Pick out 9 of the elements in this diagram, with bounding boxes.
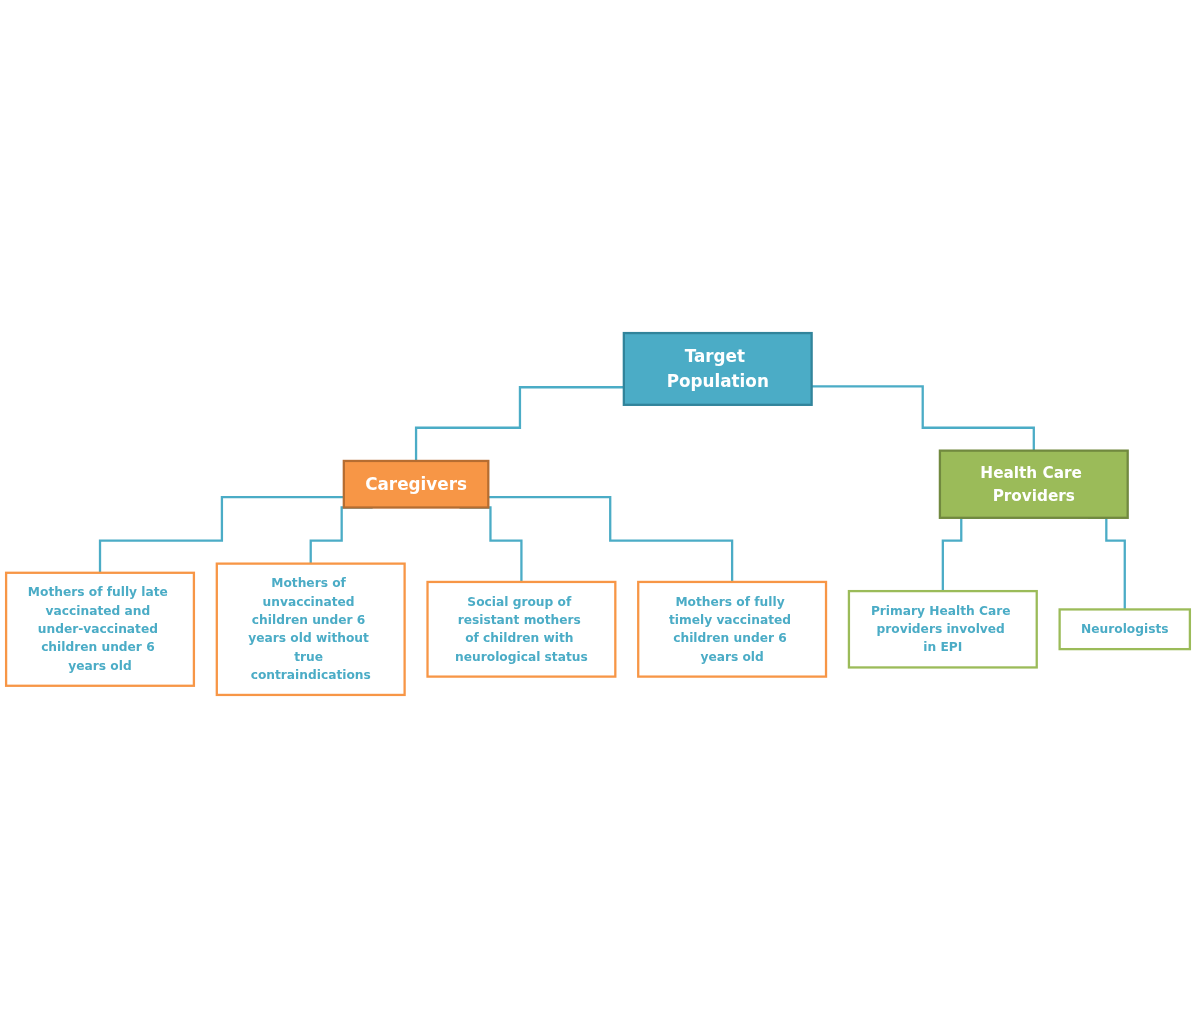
node-box: Primary Health Care providers involved in EPI <box>847 589 1038 669</box>
node-box: Mothers of fully timely vaccinated children under 6 years old <box>637 580 828 678</box>
node-box: Target Population <box>622 331 813 406</box>
node-box: Mothers of fully late vaccinated and under-vaccinated children under 6 years old <box>4 571 196 687</box>
node-box: Social group of resistant mothers of children with neurological status <box>426 580 617 678</box>
node-box: Health Care Providers <box>938 449 1129 519</box>
node-box: Caregivers <box>342 459 490 509</box>
node-box: Mothers of unvaccinated children under 6 years old without true contraindications <box>215 562 406 697</box>
node-box: Neurologists <box>1058 608 1192 651</box>
